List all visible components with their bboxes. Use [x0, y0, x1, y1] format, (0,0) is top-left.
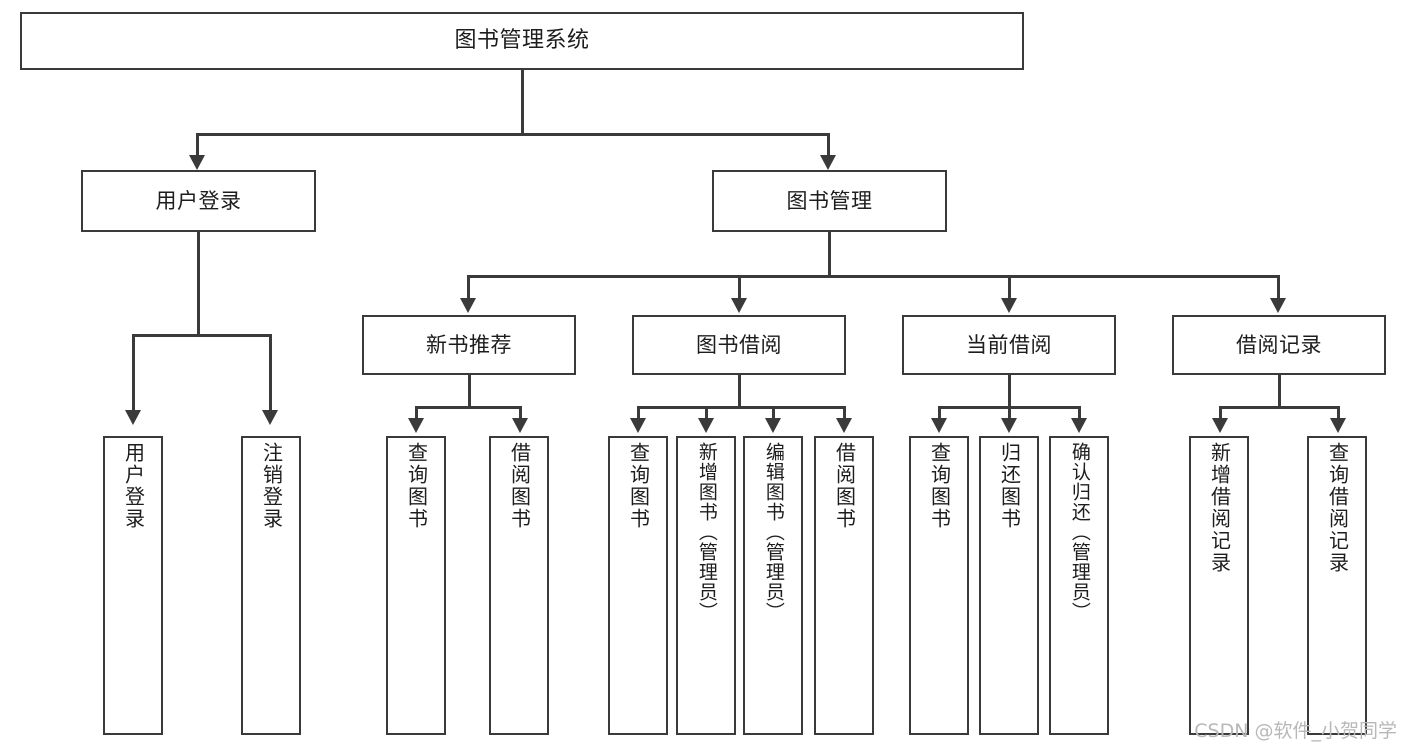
connector-bb-leaf1	[637, 406, 640, 420]
node-leaf-confirm-return[interactable]: 确认归还（管理员）	[1049, 436, 1109, 735]
node-label: 图书管理系统	[454, 28, 590, 54]
node-leaf-query-book-1[interactable]: 查询图书	[386, 436, 446, 735]
connector-current-borrow-stem	[1008, 375, 1011, 408]
arrowhead-cb-leaf3	[1071, 418, 1087, 433]
node-book-borrow[interactable]: 图书借阅	[632, 315, 846, 375]
node-label: 查询借阅记录	[1325, 442, 1350, 574]
connector-new-book-bus	[415, 406, 521, 409]
connector-bb-leaf2	[705, 406, 708, 420]
node-leaf-borrow-book-2[interactable]: 借阅图书	[814, 436, 874, 735]
connector-cb-leaf2	[1008, 406, 1011, 420]
node-label: 当前借阅	[966, 332, 1052, 357]
connector-to-book-manage	[827, 133, 830, 157]
node-leaf-query-record[interactable]: 查询借阅记录	[1307, 436, 1367, 735]
arrowhead-bb-leaf4	[836, 418, 852, 433]
arrowhead-cb-leaf2	[1001, 418, 1017, 433]
arrowhead-bb-leaf2	[698, 418, 714, 433]
connector-to-borrow-record	[1277, 275, 1280, 300]
arrowhead-cb-leaf1	[931, 418, 947, 433]
node-label: 归还图书	[997, 442, 1022, 530]
node-user-login[interactable]: 用户登录	[81, 170, 316, 232]
connector-br-leaf1	[1219, 406, 1222, 420]
node-label: 编辑图书（管理员）	[762, 442, 785, 622]
arrowhead-borrow-record	[1270, 298, 1286, 313]
node-current-borrow[interactable]: 当前借阅	[902, 315, 1116, 375]
node-label: 图书借阅	[696, 332, 782, 357]
node-label: 借阅记录	[1236, 332, 1322, 357]
arrowhead-current-borrow	[1001, 298, 1017, 313]
arrowhead-nb-leaf1	[408, 418, 424, 433]
node-leaf-user-login[interactable]: 用户登录	[103, 436, 163, 735]
arrowhead-br-leaf1	[1212, 418, 1228, 433]
arrowhead-leaf-logout	[262, 410, 278, 425]
connector-book-borrow-bus	[637, 406, 845, 409]
connector-nb-leaf2	[519, 406, 522, 420]
arrowhead-bb-leaf3	[765, 418, 781, 433]
watermark-text: CSDN @软件_小贺同学	[1194, 720, 1397, 742]
node-label: 新书推荐	[426, 332, 512, 357]
connector-borrow-record-stem	[1278, 375, 1281, 408]
arrowhead-nb-leaf2	[512, 418, 528, 433]
connector-borrow-record-bus	[1219, 406, 1339, 409]
node-leaf-query-book-2[interactable]: 查询图书	[608, 436, 668, 735]
connector-to-leaf-user-login	[132, 334, 135, 412]
node-leaf-add-book[interactable]: 新增图书（管理员）	[676, 436, 736, 735]
connector-to-book-borrow	[738, 275, 741, 300]
node-leaf-add-record[interactable]: 新增借阅记录	[1189, 436, 1249, 735]
connector-to-leaf-logout	[269, 334, 272, 412]
connector-user-login-bus	[132, 334, 271, 337]
node-label: 新增借阅记录	[1207, 442, 1232, 574]
arrowhead-book-borrow	[731, 298, 747, 313]
arrowhead-new-book	[460, 298, 476, 313]
arrowhead-br-leaf2	[1330, 418, 1346, 433]
node-label: 用户登录	[121, 442, 146, 530]
connector-book-manage-stem	[828, 232, 831, 277]
node-label: 借阅图书	[832, 442, 857, 530]
node-label: 新增图书（管理员）	[695, 442, 718, 622]
node-leaf-logout-login[interactable]: 注销登录	[241, 436, 301, 735]
node-new-book-recommend[interactable]: 新书推荐	[362, 315, 576, 375]
connector-to-current-borrow	[1008, 275, 1011, 300]
node-label: 图书管理	[786, 188, 873, 213]
connector-root-stem	[521, 70, 524, 135]
node-leaf-return-book[interactable]: 归还图书	[979, 436, 1039, 735]
connector-book-borrow-stem	[738, 375, 741, 408]
node-root-system[interactable]: 图书管理系统	[20, 12, 1024, 70]
node-label: 确认归还（管理员）	[1068, 442, 1091, 622]
connector-book-manage-bus	[467, 275, 1279, 278]
connector-bb-leaf3	[772, 406, 775, 420]
connector-br-leaf2	[1337, 406, 1340, 420]
node-label: 注销登录	[259, 442, 284, 530]
connector-bb-leaf4	[843, 406, 846, 420]
arrowhead-bb-leaf1	[630, 418, 646, 433]
connector-new-book-stem	[468, 375, 471, 408]
connector-root-bus	[196, 133, 829, 136]
node-leaf-query-book-3[interactable]: 查询图书	[909, 436, 969, 735]
node-label: 用户登录	[155, 188, 242, 213]
connector-nb-leaf1	[415, 406, 418, 420]
connector-to-new-book	[467, 275, 470, 300]
connector-to-user-login	[196, 133, 199, 157]
arrowhead-book-manage	[820, 155, 836, 170]
connector-cb-leaf1	[938, 406, 941, 420]
node-borrow-record[interactable]: 借阅记录	[1172, 315, 1386, 375]
arrowhead-user-login	[189, 155, 205, 170]
node-label: 查询图书	[626, 442, 651, 530]
node-label: 查询图书	[404, 442, 429, 530]
arrowhead-leaf-user-login	[125, 410, 141, 425]
connector-cb-leaf3	[1078, 406, 1081, 420]
node-label: 查询图书	[927, 442, 952, 530]
connector-user-login-stem	[197, 232, 200, 336]
node-book-manage[interactable]: 图书管理	[712, 170, 947, 232]
node-leaf-borrow-book-1[interactable]: 借阅图书	[489, 436, 549, 735]
node-leaf-edit-book[interactable]: 编辑图书（管理员）	[743, 436, 803, 735]
node-label: 借阅图书	[507, 442, 532, 530]
